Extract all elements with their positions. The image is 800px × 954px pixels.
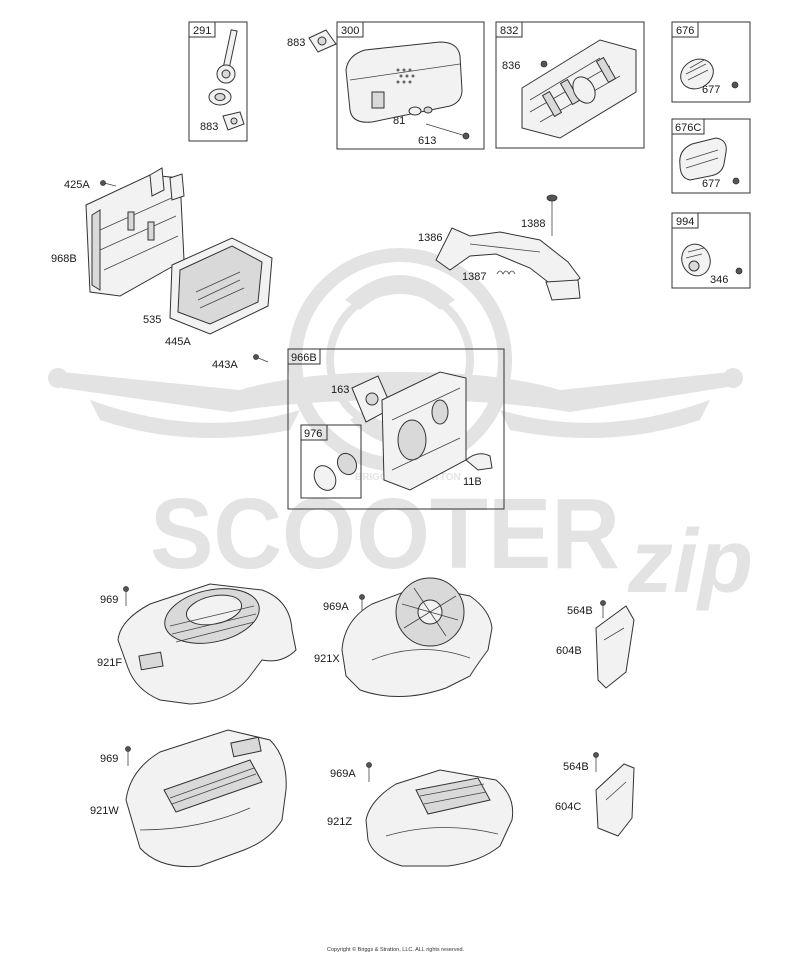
label-346: 346 <box>710 274 728 286</box>
part-604b-guard <box>595 605 635 689</box>
label-969a-b: 969A <box>330 768 356 780</box>
part-976-cartridge <box>313 452 358 491</box>
part-1388-bolt <box>546 194 558 236</box>
box-676c: 676C 677 <box>671 118 751 194</box>
label-163: 163 <box>331 384 349 396</box>
label-921w: 921W <box>90 805 119 817</box>
part-443a-screw <box>253 354 269 363</box>
part-832-shield-drawing <box>521 39 637 139</box>
label-11b: 11B <box>463 476 482 488</box>
label-564b-b: 564B <box>563 761 589 773</box>
box-994: 994 346 <box>671 212 751 289</box>
label-425a: 425A <box>64 179 90 191</box>
part-969-screw-b <box>125 746 131 766</box>
box-832-number: 832 <box>500 25 518 37</box>
box-676: 676 677 <box>671 21 751 103</box>
part-883-gasket <box>308 29 337 53</box>
label-1388: 1388 <box>521 218 545 230</box>
part-81-washer <box>408 106 433 116</box>
label-81: 81 <box>393 115 405 127</box>
box-976-number: 976 <box>304 428 322 440</box>
box-676-number: 676 <box>676 25 694 37</box>
label-604b: 604B <box>556 645 582 657</box>
label-883: 883 <box>287 37 305 49</box>
label-1386: 1386 <box>418 232 442 244</box>
box-291: 291 883 <box>188 21 248 142</box>
box-976: 976 <box>300 424 362 499</box>
label-921x: 921X <box>314 653 340 665</box>
part-676c-guard <box>679 137 727 181</box>
box-300: 300 81 613 <box>336 21 485 150</box>
label-969-b: 969 <box>100 753 118 765</box>
part-994-guard <box>681 243 711 277</box>
part-921z-housing <box>365 769 514 867</box>
part-969a-screw-b <box>366 762 372 782</box>
part-1387-spring <box>496 270 516 275</box>
part-564b-screw-a <box>600 600 606 618</box>
part-968b-base <box>85 167 185 297</box>
part-921w-housing <box>125 729 287 868</box>
part-921x-housing <box>341 577 493 697</box>
label-604c: 604C <box>555 801 581 813</box>
watermark-script: zip <box>627 512 753 612</box>
label-1387: 1387 <box>462 271 486 283</box>
part-921f-housing <box>117 583 297 705</box>
label-968b: 968B <box>51 253 77 265</box>
box-966b: 966B 163 11B 976 <box>287 348 505 510</box>
label-613: 613 <box>418 135 436 147</box>
copyright-notice: Copyright © Briggs & Stratton, LLC. ALL … <box>327 946 465 953</box>
label-969a-a: 969A <box>323 601 349 613</box>
label-443a: 443A <box>212 359 238 371</box>
part-346-screw <box>735 267 743 275</box>
label-836: 836 <box>502 60 520 72</box>
part-425a-screw <box>100 180 117 187</box>
label-921z: 921Z <box>327 816 352 828</box>
part-676-guard <box>680 58 714 90</box>
label-445a: 445A <box>165 336 191 348</box>
part-883-gasket-small <box>222 111 245 131</box>
part-564b-screw-b <box>593 752 599 772</box>
label-677-a: 677 <box>702 84 720 96</box>
box-291-number: 291 <box>193 25 211 37</box>
part-11b-nut <box>465 453 493 471</box>
part-677-screw-b <box>732 177 740 185</box>
part-966b-base-drawing <box>381 371 467 491</box>
part-445a-filter-frame <box>169 237 273 335</box>
part-613-bolt <box>425 123 470 140</box>
part-604c-guard <box>595 763 635 837</box>
watermark-brand: SCOOTER <box>150 478 620 590</box>
label-969-a: 969 <box>100 594 118 606</box>
part-291-drawing <box>208 29 238 106</box>
label-883-inner: 883 <box>200 121 218 133</box>
box-832: 832 836 <box>495 21 645 149</box>
box-300-number: 300 <box>341 25 359 37</box>
part-300-muffler-drawing <box>345 41 463 123</box>
label-677-b: 677 <box>702 178 720 190</box>
part-969-screw-a <box>123 586 129 606</box>
part-1386-bracket <box>435 227 581 301</box>
watermark: SCOOTER zip BRIGGS & STRATTON <box>48 248 753 612</box>
part-836-screw <box>540 60 548 68</box>
label-535: 535 <box>143 314 161 326</box>
box-994-number: 994 <box>676 216 694 228</box>
label-564b-a: 564B <box>567 605 593 617</box>
box-966b-number: 966B <box>291 352 317 364</box>
label-921f: 921F <box>97 657 122 669</box>
box-676c-number: 676C <box>675 122 701 134</box>
part-677-screw-a <box>731 81 739 89</box>
